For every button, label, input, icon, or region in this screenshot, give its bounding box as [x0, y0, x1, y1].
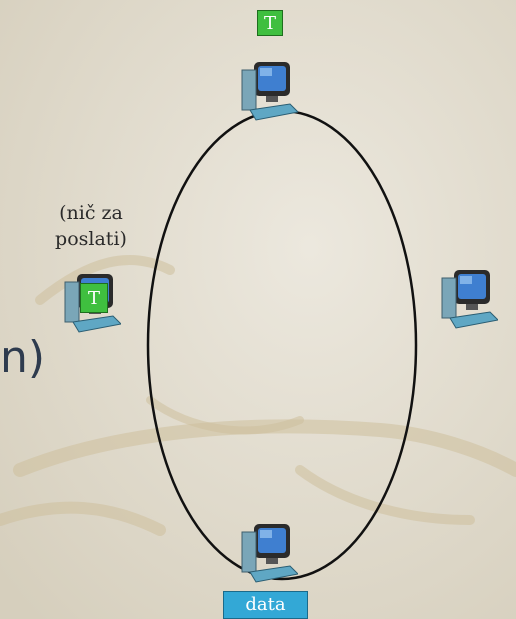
- computer-icon: [241, 524, 298, 583]
- partial-heading-text: n): [0, 332, 46, 383]
- data-frame-label: data: [223, 591, 308, 619]
- note-line-1: (nič za: [59, 202, 123, 224]
- token-left: T: [80, 283, 108, 313]
- token-top: T: [257, 10, 283, 36]
- computer-icon: [441, 270, 498, 329]
- nothing-to-send-note: (nič za poslati): [36, 200, 146, 252]
- ring-ellipse: [146, 109, 418, 581]
- computer-icon: [241, 62, 298, 121]
- note-line-2: poslati): [55, 228, 127, 250]
